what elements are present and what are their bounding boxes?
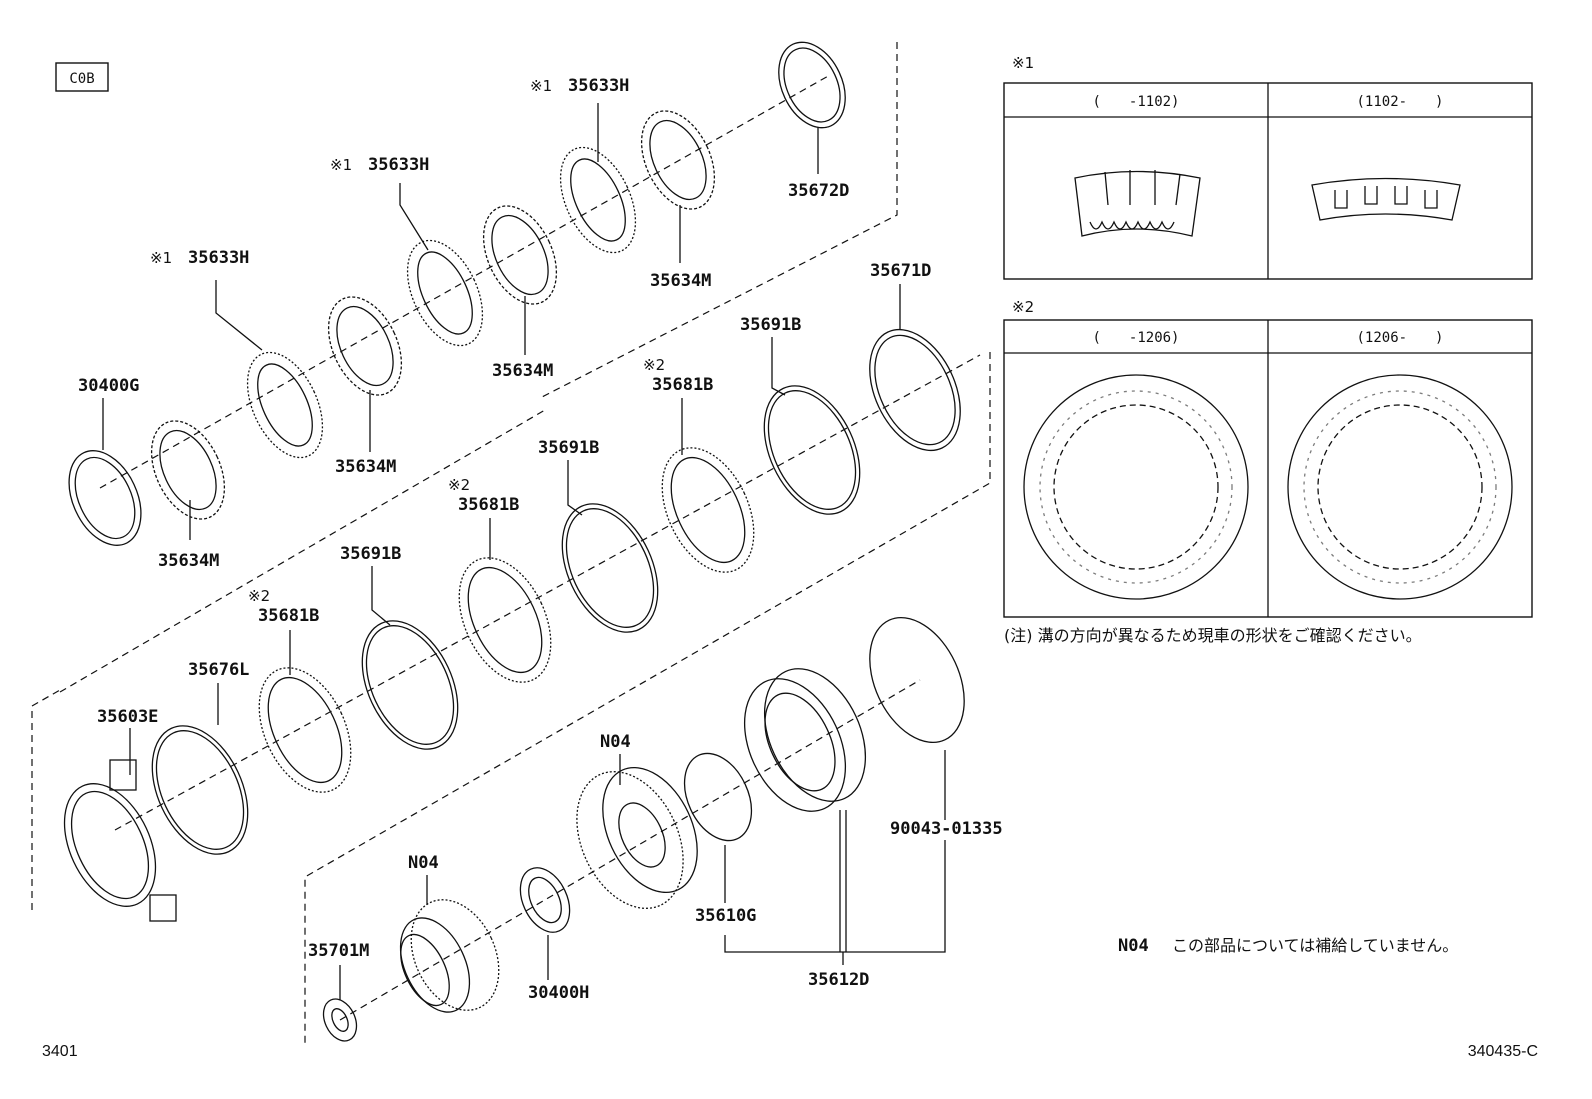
part-35633H-ring-c bbox=[559, 146, 637, 254]
part-35676L-plate bbox=[151, 725, 249, 855]
label-35633H-a: 35633H bbox=[188, 248, 249, 268]
part-35633H-ring-b bbox=[406, 239, 484, 347]
upper-row-parts bbox=[68, 41, 846, 546]
table-2-col-b: (1206- ) bbox=[1356, 330, 1443, 346]
table-2-mark: ※2 bbox=[1012, 298, 1034, 316]
n04-note: N04 この部品については補給していません。 bbox=[1118, 936, 1458, 956]
label-35610G: 35610G bbox=[695, 906, 756, 926]
n04-note-code: N04 bbox=[1118, 936, 1149, 956]
mark-1-a: ※1 bbox=[150, 249, 172, 267]
part-35634M-ring-a bbox=[150, 420, 226, 520]
part-labels: 30400G 35634M ※1 35633H 35634M ※1 35633H… bbox=[78, 76, 1003, 1003]
n04-note-text: この部品については補給していません。 bbox=[1172, 936, 1458, 955]
label-35691B-b: 35691B bbox=[538, 438, 599, 458]
label-30400H: 30400H bbox=[528, 983, 589, 1003]
part-35681B-disc-c bbox=[661, 447, 755, 573]
disc-sketch-new bbox=[1287, 374, 1513, 600]
middle-row-parts bbox=[63, 328, 961, 922]
label-35681B-a: 35681B bbox=[258, 606, 319, 626]
lower-row-parts bbox=[322, 616, 965, 1042]
part-35672D-ring bbox=[778, 41, 846, 129]
table-1: ※1 ( -1102) (1102- ) bbox=[1003, 54, 1533, 280]
mark-1-b: ※1 bbox=[330, 156, 352, 174]
label-35701M: 35701M bbox=[308, 941, 369, 961]
part-35634M-ring-d bbox=[640, 110, 716, 210]
groove-sketch-new bbox=[1311, 177, 1461, 221]
label-35671D: 35671D bbox=[870, 261, 931, 281]
part-35610G-o-ring bbox=[683, 752, 753, 842]
label-35691B-c: 35691B bbox=[740, 315, 801, 335]
mark-1-c: ※1 bbox=[530, 77, 552, 95]
part-N04-drum-b bbox=[576, 766, 698, 909]
table-1-col-a: ( -1102) bbox=[1092, 94, 1179, 110]
label-N04-a: N04 bbox=[408, 853, 439, 873]
axis-lines bbox=[99, 74, 981, 1021]
part-35633H-ring-a bbox=[246, 351, 324, 459]
label-35634M-c: 35634M bbox=[492, 361, 553, 381]
mark-2-b: ※2 bbox=[448, 476, 470, 494]
part-35681B-disc-a bbox=[258, 667, 352, 793]
label-35634M-a: 35634M bbox=[158, 551, 219, 571]
assembly-outlines bbox=[31, 42, 991, 1047]
label-35633H-c: 35633H bbox=[568, 76, 629, 96]
part-35634M-ring-b bbox=[327, 296, 403, 396]
label-90043-01335: 90043-01335 bbox=[890, 819, 1003, 839]
part-35681B-disc-b bbox=[458, 557, 552, 683]
part-30400G-ring bbox=[68, 450, 142, 546]
part-35612D-drum bbox=[743, 668, 867, 812]
table-1-col-b: (1102- ) bbox=[1356, 94, 1443, 110]
label-35681B-b: 35681B bbox=[458, 495, 519, 515]
groove-sketch-old bbox=[1074, 170, 1201, 237]
part-35691B-plate-b bbox=[561, 503, 659, 633]
groove-note: (注) 溝の方向が異なるため現車の形状をご確認ください。 bbox=[1004, 626, 1422, 645]
leader-lines bbox=[102, 103, 946, 1000]
part-N04-hub-a bbox=[399, 899, 500, 1013]
label-35603E: 35603E bbox=[97, 707, 158, 727]
disc-sketch-old bbox=[1023, 374, 1249, 600]
mark-2-c: ※2 bbox=[643, 356, 665, 374]
label-30400G: 30400G bbox=[78, 376, 139, 396]
part-35701M-washer bbox=[322, 998, 358, 1042]
footer-left-code: 3401 bbox=[42, 1043, 78, 1060]
part-35691B-plate-c bbox=[763, 385, 861, 515]
part-90043-01335-o-ring bbox=[869, 616, 965, 744]
label-35634M-b: 35634M bbox=[335, 457, 396, 477]
mark-2-a: ※2 bbox=[248, 587, 270, 605]
footer-right-code: 340435-C bbox=[1468, 1043, 1538, 1060]
label-N04-b: N04 bbox=[600, 732, 631, 752]
part-30400H-washer bbox=[519, 867, 571, 933]
part-35634M-ring-c bbox=[482, 205, 558, 305]
code-box-label: C0B bbox=[69, 71, 94, 87]
label-35691B-a: 35691B bbox=[340, 544, 401, 564]
label-35681B-c: 35681B bbox=[652, 375, 713, 395]
label-35634M-d: 35634M bbox=[650, 271, 711, 291]
part-35691B-plate-a bbox=[361, 620, 459, 750]
label-35672D: 35672D bbox=[788, 181, 849, 201]
label-35676L: 35676L bbox=[188, 660, 249, 680]
label-35612D: 35612D bbox=[808, 970, 869, 990]
part-35603E-piston bbox=[63, 759, 177, 922]
part-35671D-snap-ring bbox=[869, 328, 961, 452]
table-2-col-a: ( -1206) bbox=[1092, 330, 1179, 346]
table-2: ※2 ( -1206) (1206- ) bbox=[1003, 298, 1533, 618]
label-35633H-b: 35633H bbox=[368, 155, 429, 175]
code-box: C0B bbox=[55, 62, 109, 92]
table-1-mark: ※1 bbox=[1012, 54, 1034, 72]
